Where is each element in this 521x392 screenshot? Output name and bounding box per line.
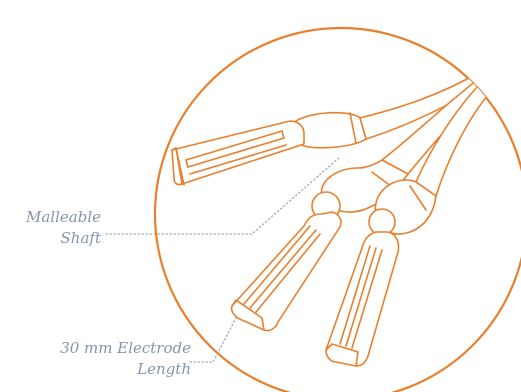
malleable-shaft-label-line2: Shaft [60,229,101,247]
electrode-length-label-line1: 30 mm Electrode [60,339,191,357]
electrode-paddle [171,120,305,186]
electrode-length-label-line2: Length [137,360,191,378]
electrode-paddle [230,211,342,332]
electrode-probe-top [171,71,493,186]
electrode-group [171,71,493,367]
electrode-length-label: 30 mm Electrode Length [60,338,191,380]
malleable-shaft-label-line1: Malleable [26,208,101,226]
malleable-shaft-label: Malleable Shaft [26,207,101,249]
shaft-leader-line [105,156,341,235]
leader-lines [105,156,341,363]
collar [320,159,409,213]
length-leader-line [189,317,237,363]
electrode-probe-bottom [325,83,493,367]
magnifier-circle [153,26,521,392]
